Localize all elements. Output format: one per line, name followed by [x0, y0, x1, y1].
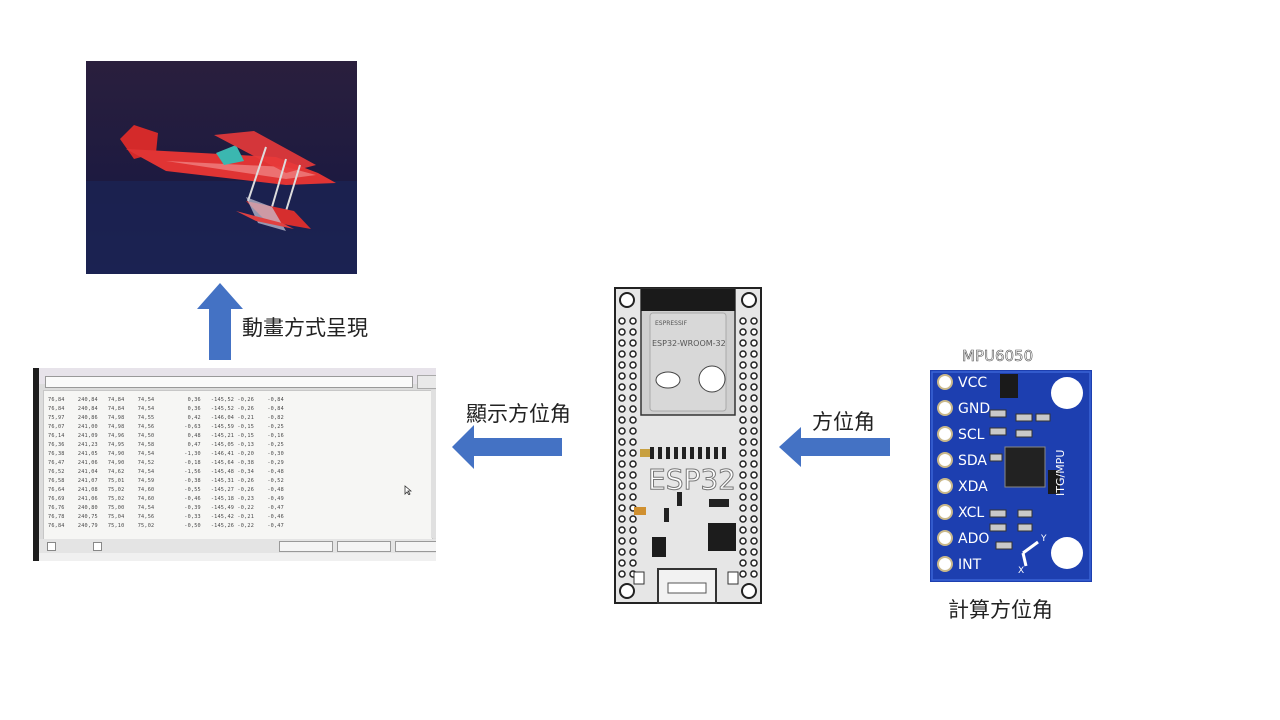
esp32-board: ESPRESSIF ESP32-WROOM-32 ESP32 — [614, 287, 762, 604]
mpu-pin-gnd: GND — [958, 401, 991, 417]
serial-line: 76,14 241,09 74,96 74,50 0,48 -145,21 -0… — [48, 433, 284, 439]
mpu-pin-vcc: VCC — [958, 375, 988, 391]
esp32-board-label: ESP32 — [648, 463, 737, 497]
axis-x-label: X — [1018, 566, 1025, 576]
display-angle-label: 顯示方位角 — [466, 402, 571, 426]
mpu-pin-xcl: XCL — [958, 505, 985, 521]
serial-scrollbar[interactable] — [431, 390, 436, 538]
serial-line: 76,36 241,23 74,95 74,58 0,47 -145,05 -0… — [48, 442, 284, 448]
serial-input[interactable] — [45, 376, 413, 388]
line-ending-select[interactable] — [279, 541, 333, 552]
serial-line: 76,84 240,79 75,10 75,02 -0,50 -145,26 -… — [48, 523, 284, 529]
serial-line: 76,38 241,05 74,90 74,54 -1,30 -146,41 -… — [48, 451, 284, 457]
up-arrow — [197, 283, 243, 360]
itg-mpu-text: ITG/MPU — [1054, 449, 1067, 496]
left-arrow-angle — [779, 427, 890, 467]
espressif-brand-text: ESPRESSIF — [655, 320, 688, 327]
compute-angle-label: 計算方位角 — [948, 598, 1053, 622]
serial-output: 76,84 240,84 74,84 74,54 0,36 -145,52 -0… — [43, 390, 433, 540]
clear-output-button[interactable] — [395, 541, 436, 552]
left-arrow-display — [452, 425, 562, 469]
serial-options-bar — [39, 539, 436, 553]
esp32-board-image — [614, 287, 762, 604]
serial-line: 76,78 240,75 75,04 74,56 -0,33 -145,42 -… — [48, 514, 284, 520]
mouse-cursor-icon — [404, 485, 412, 495]
serial-line: 76,69 241,06 75,02 74,60 -0,46 -145,18 -… — [48, 496, 284, 502]
animation-label: 動畫方式呈現 — [242, 316, 368, 340]
serial-line: 76,76 240,80 75,00 74,54 -0,39 -145,49 -… — [48, 505, 284, 511]
mpu-pin-ado: ADO — [958, 531, 990, 547]
serial-line: 76,47 241,06 74,90 74,52 -0,18 -145,64 -… — [48, 460, 284, 466]
mpu-pin-sda: SDA — [958, 453, 987, 469]
autoscroll-checkbox[interactable] — [47, 542, 56, 551]
serial-line: 76,84 240,84 74,84 74,54 0,36 -145,52 -0… — [48, 397, 284, 403]
serial-line: 76,52 241,04 74,62 74,54 -1,56 -145,48 -… — [48, 469, 284, 475]
mpu6050-title: MPU6050 — [962, 347, 1034, 366]
serial-line: 76,84 240,84 74,84 74,54 0,36 -145,52 -0… — [48, 406, 284, 412]
timestamp-checkbox[interactable] — [93, 542, 102, 551]
serial-monitor-window: 76,84 240,84 74,84 74,54 0,36 -145,52 -0… — [33, 368, 436, 561]
serial-line: 76,58 241,07 75,01 74,59 -0,38 -145,31 -… — [48, 478, 284, 484]
mpu-pin-int: INT — [958, 557, 982, 573]
angle-label: 方位角 — [812, 410, 875, 434]
animation-view — [86, 61, 357, 274]
module-name-text: ESP32-WROOM-32 — [652, 339, 726, 348]
mpu-pin-xda: XDA — [958, 479, 988, 495]
serial-line: 75,97 240,86 74,98 74,55 0,42 -146,04 -0… — [48, 415, 284, 421]
mpu-pin-scl: SCL — [958, 427, 985, 443]
serial-statusbar — [39, 553, 436, 561]
send-button[interactable] — [417, 375, 436, 389]
airplane-animation-image — [86, 61, 357, 274]
mpu6050-board: VCC GND SCL SDA XDA XCL ADO INT ITG/MPU … — [930, 370, 1092, 582]
axis-y-label: Y — [1041, 534, 1047, 544]
baud-rate-select[interactable] — [337, 541, 391, 552]
serial-line: 76,07 241,00 74,98 74,56 -0,63 -145,59 -… — [48, 424, 284, 430]
serial-line: 76,64 241,08 75,02 74,60 -0,55 -145,27 -… — [48, 487, 284, 493]
mpu6050-board-image — [930, 370, 1092, 582]
